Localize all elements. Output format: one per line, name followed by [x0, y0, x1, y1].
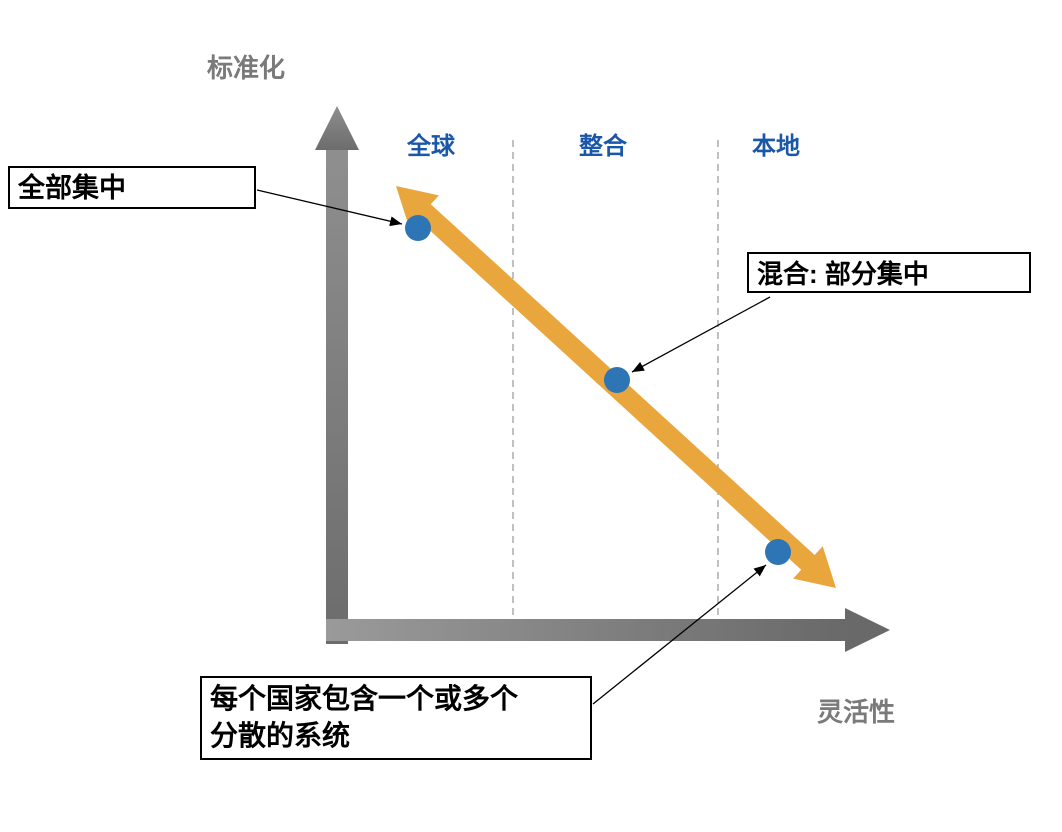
callout-hybrid: 混合: 部分集中	[747, 252, 1031, 293]
callout-decentralized: 每个国家包含一个或多个 分散的系统	[200, 676, 592, 760]
callout-centralized: 全部集中	[8, 166, 256, 209]
connector-arrow-decentralized	[592, 564, 767, 705]
column-label-local: 本地	[752, 133, 800, 160]
connector-arrow-centralized	[256, 189, 403, 227]
data-point-global	[405, 215, 431, 241]
callout-centralized-text: 全部集中	[18, 173, 126, 203]
data-point-integrated	[604, 367, 630, 393]
x-axis-arrow	[326, 608, 890, 652]
column-label-integrated: 整合	[579, 133, 627, 160]
y-axis-arrow	[315, 106, 359, 644]
y-axis-label: 标准化	[207, 53, 286, 83]
callout-decentralized-text-line2: 分散的系统	[210, 719, 351, 751]
data-point-local	[765, 539, 791, 565]
callout-decentralized-text-line1: 每个国家包含一个或多个	[210, 683, 519, 714]
column-label-global: 全球	[407, 133, 455, 160]
connector-arrow-hybrid	[631, 296, 771, 373]
x-axis-label: 灵活性	[817, 697, 896, 727]
callout-hybrid-text: 混合: 部分集中	[757, 259, 929, 289]
